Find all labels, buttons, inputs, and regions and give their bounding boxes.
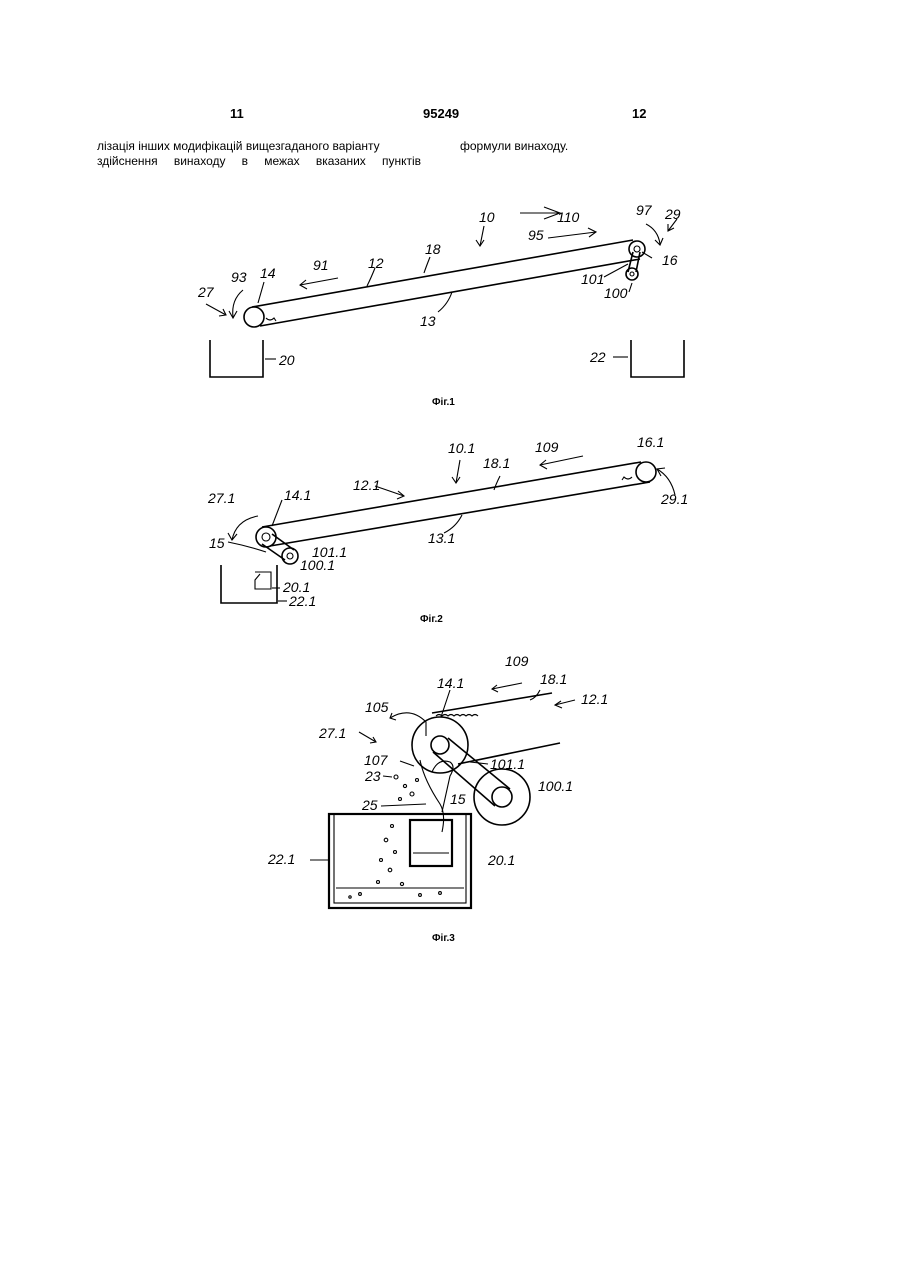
wheel-100-1-hub: [492, 787, 512, 807]
arrow-91: [300, 278, 338, 285]
label-14-1: 14.1: [437, 675, 464, 691]
label-10: 10: [479, 209, 495, 225]
wheel-100-1-hub: [287, 553, 293, 559]
arrow-93: [233, 290, 243, 317]
wheel-100-hub: [630, 272, 634, 276]
wheel-100-1: [474, 769, 530, 825]
arrow-109: [540, 456, 583, 465]
arrow-97: [646, 224, 660, 244]
container-22-1: [329, 814, 471, 908]
label-13: 13: [420, 313, 436, 329]
pulley-14: [244, 307, 264, 327]
leader-18: [424, 257, 430, 273]
particles-23: [349, 775, 442, 898]
label-15: 15: [450, 791, 466, 807]
belt-top-run: [262, 462, 641, 527]
label-100-1: 100.1: [300, 557, 335, 573]
label-100: 100: [604, 285, 628, 301]
leader-18-1: [494, 476, 500, 490]
label-109: 109: [535, 439, 559, 455]
container-22-1-inner: [334, 814, 466, 903]
caption-fig3: Фіг.3: [432, 933, 455, 944]
stream-25: [420, 760, 444, 832]
leader-101: [604, 264, 628, 277]
wheel-100: [626, 268, 638, 280]
leader-14: [258, 282, 264, 303]
bin-20-1: [255, 572, 271, 589]
figure-1: 10 110 97 29 95 18 16 91 12 101 93 14 10…: [197, 202, 684, 408]
leader-14-1: [441, 690, 450, 717]
leader-100: [629, 283, 632, 292]
belt-top-run: [432, 693, 552, 713]
caption-fig1: Фіг.1: [432, 397, 455, 408]
label-22-1: 22.1: [267, 851, 295, 867]
label-22: 22: [589, 349, 606, 365]
label-18-1: 18.1: [483, 455, 510, 471]
label-105: 105: [365, 699, 389, 715]
label-109: 109: [505, 653, 529, 669]
cup-20-1: [410, 820, 452, 866]
label-16-1: 16.1: [637, 434, 664, 450]
label-16: 16: [662, 252, 678, 268]
pulley-16-1: [636, 462, 656, 482]
label-27: 27: [197, 284, 215, 300]
leader-16: [642, 252, 652, 258]
figure-3: 109 14.1 18.1 12.1 105 27.1 107 101.1 23…: [267, 653, 608, 944]
label-97: 97: [636, 202, 653, 218]
leader-107: [400, 761, 414, 766]
label-20: 20: [278, 352, 295, 368]
caption-fig2: Фіг.2: [420, 614, 443, 625]
label-15: 15: [209, 535, 225, 551]
bin-22-1: [221, 565, 277, 603]
bin-20: [210, 340, 263, 377]
label-23: 23: [364, 768, 381, 784]
label-13-1: 13.1: [428, 530, 455, 546]
label-27-1: 27.1: [207, 490, 235, 506]
label-101-1: 101.1: [490, 756, 525, 772]
scraper-14: [266, 318, 276, 321]
arrow-95: [548, 232, 596, 238]
blade-15: [228, 542, 266, 552]
leader-25: [381, 804, 426, 806]
pulley-14-1: [412, 717, 468, 773]
label-107: 107: [364, 752, 389, 768]
label-100-1: 100.1: [538, 778, 573, 794]
label-101: 101: [581, 271, 604, 287]
label-12-1: 12.1: [581, 691, 608, 707]
wheel-100-1: [282, 548, 298, 564]
label-12-1: 12.1: [353, 477, 380, 493]
scraper-16-1: [622, 477, 632, 480]
pulley-14-1-hub: [262, 533, 270, 541]
bin-22: [631, 340, 684, 377]
label-95: 95: [528, 227, 544, 243]
arrow-27-1: [232, 516, 258, 540]
pulley-14-1-hub: [431, 736, 449, 754]
label-20-1: 20.1: [487, 852, 515, 868]
pulley-14-1: [256, 527, 276, 547]
label-12: 12: [368, 255, 384, 271]
leader-23: [383, 776, 392, 777]
label-110: 110: [557, 209, 580, 225]
pulley-16-hub: [634, 246, 640, 252]
label-10-1: 10.1: [448, 440, 475, 456]
label-29-1: 29.1: [660, 491, 688, 507]
label-93: 93: [231, 269, 247, 285]
belt-bottom-run: [270, 482, 650, 546]
arrow-10-head: [476, 240, 484, 246]
label-18: 18: [425, 241, 441, 257]
label-22-1: 22.1: [288, 593, 316, 609]
label-14: 14: [260, 265, 276, 281]
leader-14-1: [272, 500, 282, 526]
label-29: 29: [664, 206, 681, 222]
label-91: 91: [313, 257, 329, 273]
label-27-1: 27.1: [318, 725, 346, 741]
label-18-1: 18.1: [540, 671, 567, 687]
belt-top-run: [252, 240, 633, 307]
pulley-16: [629, 241, 645, 257]
figure-2: 10.1 109 16.1 18.1 12.1 29.1 27.1 14.1 1…: [207, 434, 688, 625]
label-25: 25: [361, 797, 378, 813]
label-14-1: 14.1: [284, 487, 311, 503]
